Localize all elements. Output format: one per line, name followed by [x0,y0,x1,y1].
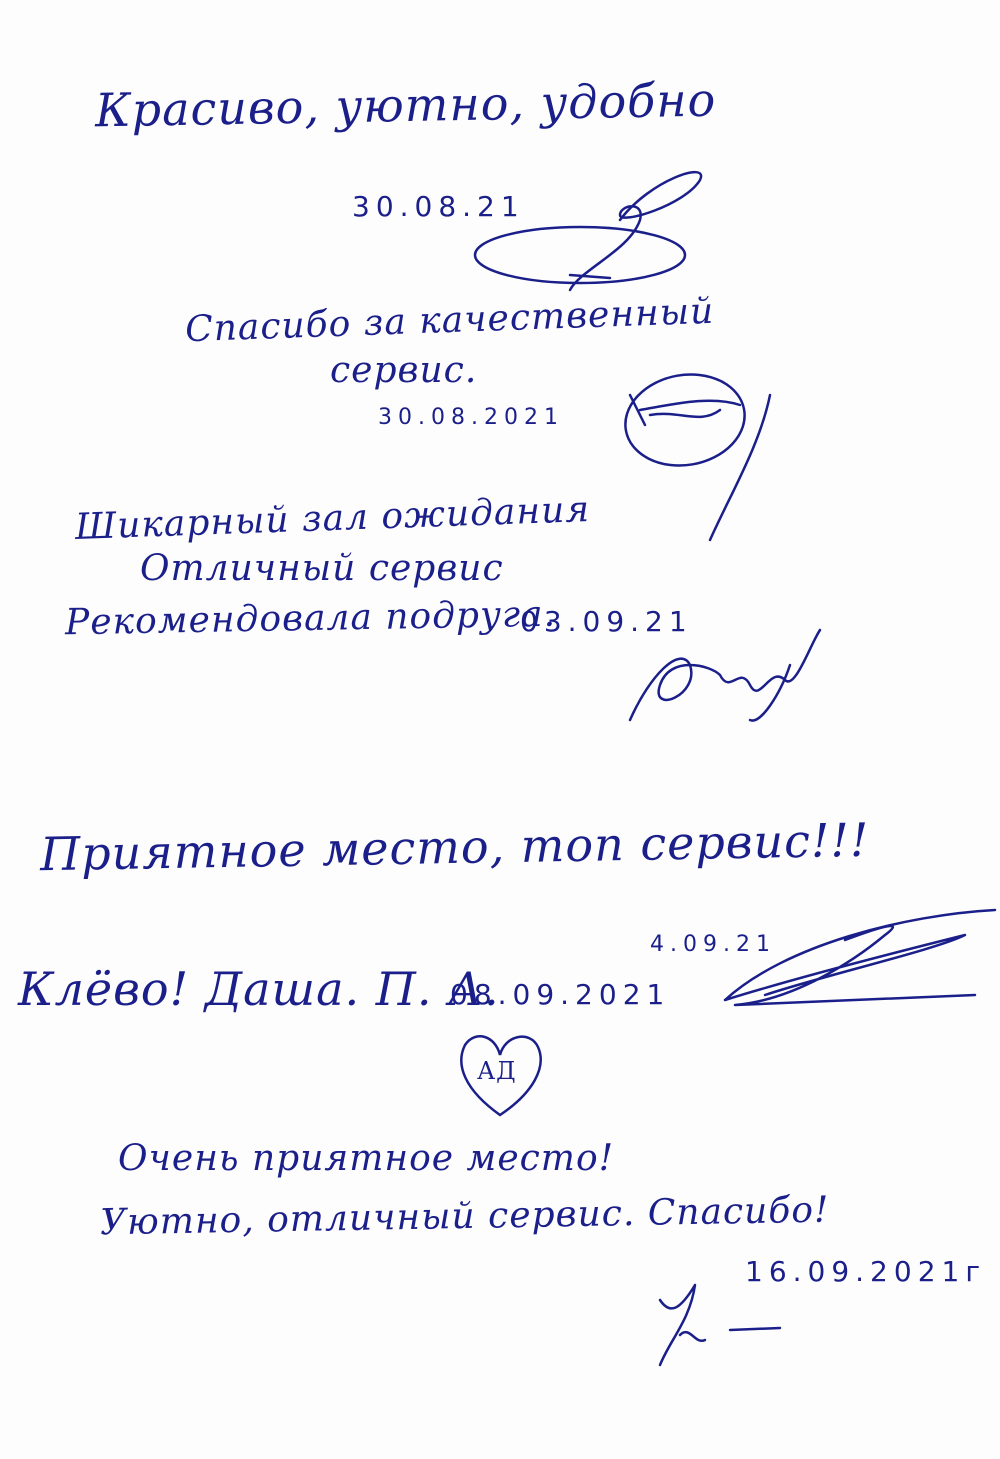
entry-5-heart: АД [455,1025,545,1120]
entry-1-signature [473,170,703,292]
entry-6-text-line2: Уютно, отличный сервис. Спасибо! [99,1189,830,1244]
entry-2-text-line2: сервис. [330,350,478,391]
entry-5-date: 08.09.2021 [450,978,671,1011]
entry-3-signature [628,628,822,722]
entry-4-date: 4.09.21 [650,932,776,957]
entry-5-text: Клёво! Даша. П. А. [18,962,500,1016]
entry-3-text-line3: Рекомендовала подруга. [64,593,557,644]
entry-2-signature [624,373,772,542]
entry-3-date: 03.09.21 [520,605,693,638]
entry-3-text-line2: Отличный сервис [140,548,504,589]
entry-2-date: 30.08.2021 [378,405,564,430]
entry-6-text-line1: Очень приятное место! [118,1138,615,1179]
entry-5-heart-initials: АД [477,1057,517,1085]
entry-6-signature [658,1283,782,1367]
entry-2-text-line1: Спасибо за качественный [184,290,715,351]
entry-6-date: 16.09.2021г [745,1255,987,1288]
entry-4-text: Приятное место, топ сервис!!! [39,812,870,882]
entry-3-text-line1: Шикарный зал ожидания [74,489,591,548]
entry-1-text: Красиво, уютно, удобно [94,72,717,138]
entry-4-signature [723,908,997,1007]
entry-1-date: 30.08.21 [352,190,525,223]
heart-icon [460,1035,542,1117]
